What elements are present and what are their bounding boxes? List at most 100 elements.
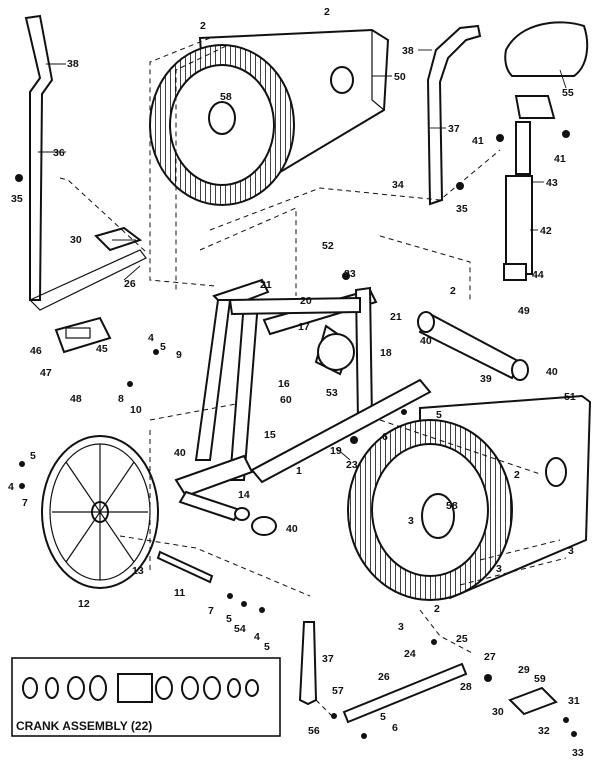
label: 2 bbox=[514, 469, 520, 481]
label: 41 bbox=[554, 153, 566, 165]
label: 24 bbox=[404, 648, 416, 660]
label: 3 bbox=[408, 515, 414, 527]
label: 36 bbox=[53, 147, 65, 159]
axle bbox=[156, 550, 214, 584]
label: 21 bbox=[390, 311, 402, 323]
label: 42 bbox=[540, 225, 552, 237]
label: 41 bbox=[472, 135, 484, 147]
part-labels: 2 2 38 58 50 38 55 36 37 41 41 35 34 35 … bbox=[8, 6, 584, 759]
label: 2 bbox=[324, 6, 330, 18]
label: 52 bbox=[322, 240, 334, 252]
leader-lines bbox=[38, 49, 567, 461]
label: 20 bbox=[300, 295, 312, 307]
label: 44 bbox=[532, 269, 544, 281]
label: 43 bbox=[546, 177, 558, 189]
label: 33 bbox=[572, 747, 584, 759]
label: 60 bbox=[280, 394, 292, 406]
label: 6 bbox=[392, 722, 398, 734]
label: 3 bbox=[568, 545, 574, 557]
right-flywheel-guard bbox=[347, 394, 592, 601]
label: 23 bbox=[346, 459, 358, 471]
hardware bbox=[15, 130, 577, 739]
monitor bbox=[54, 316, 112, 354]
label: 5 bbox=[264, 641, 270, 653]
label: 40 bbox=[174, 447, 186, 459]
label: 15 bbox=[264, 429, 276, 441]
seat-assembly bbox=[503, 21, 589, 281]
rear-stabilizer bbox=[417, 311, 529, 381]
label: 21 bbox=[260, 279, 272, 291]
label: 57 bbox=[332, 685, 344, 697]
main-frame bbox=[174, 278, 432, 522]
label: 45 bbox=[96, 343, 108, 355]
label: 54 bbox=[234, 623, 246, 635]
label: 29 bbox=[518, 664, 530, 676]
label: 30 bbox=[492, 706, 504, 718]
label: 17 bbox=[298, 321, 310, 333]
label: 53 bbox=[326, 387, 338, 399]
label: 40 bbox=[286, 523, 298, 535]
label: 26 bbox=[378, 671, 390, 683]
label: 32 bbox=[538, 725, 550, 737]
label: 5 bbox=[160, 341, 166, 353]
left-handlebar bbox=[24, 14, 147, 311]
label: 18 bbox=[380, 347, 392, 359]
label: 4 bbox=[8, 481, 14, 493]
label: 13 bbox=[132, 565, 144, 577]
label: 23 bbox=[344, 268, 356, 280]
label: 28 bbox=[460, 681, 472, 693]
label: 11 bbox=[174, 587, 185, 599]
label: 12 bbox=[78, 598, 90, 610]
label: 39 bbox=[480, 373, 492, 385]
label: 6 bbox=[382, 431, 388, 443]
right-handlebar bbox=[426, 24, 482, 206]
label: 5 bbox=[436, 409, 442, 421]
label: 1 bbox=[296, 465, 302, 477]
label: 5 bbox=[380, 711, 386, 723]
crank-assembly-inset bbox=[11, 657, 281, 737]
label: 9 bbox=[176, 349, 182, 361]
label: 58 bbox=[220, 91, 232, 103]
label: 25 bbox=[456, 633, 468, 645]
label: 40 bbox=[546, 366, 558, 378]
label: 14 bbox=[238, 489, 250, 501]
label: 7 bbox=[22, 497, 28, 509]
label: 2 bbox=[434, 603, 440, 615]
label: 4 bbox=[254, 631, 260, 643]
label: 7 bbox=[208, 605, 214, 617]
label: 3 bbox=[496, 563, 502, 575]
label: 27 bbox=[484, 651, 496, 663]
label: 37 bbox=[322, 653, 334, 665]
label: 4 bbox=[148, 332, 154, 344]
label: 55 bbox=[562, 87, 574, 99]
label: 19 bbox=[330, 445, 342, 457]
label: 50 bbox=[394, 71, 406, 83]
label: 2 bbox=[200, 20, 206, 32]
label: 16 bbox=[278, 378, 290, 390]
left-flywheel-guard bbox=[149, 28, 390, 206]
left-pedal bbox=[94, 226, 143, 252]
label: 31 bbox=[568, 695, 580, 707]
label: 3 bbox=[398, 621, 404, 633]
label: 40 bbox=[420, 335, 432, 347]
label: 47 bbox=[40, 367, 52, 379]
label: 59 bbox=[534, 673, 546, 685]
label: 26 bbox=[124, 278, 136, 290]
crank-assembly-caption: CRANK ASSEMBLY (22) bbox=[16, 719, 152, 733]
label: 58 bbox=[446, 500, 458, 512]
label: 46 bbox=[30, 345, 42, 357]
label: 56 bbox=[308, 725, 320, 737]
pulley-wheel bbox=[41, 435, 159, 589]
label: 37 bbox=[448, 123, 460, 135]
label: 2 bbox=[450, 285, 456, 297]
label: 5 bbox=[30, 450, 36, 462]
label: 35 bbox=[11, 193, 23, 205]
label: 35 bbox=[456, 203, 468, 215]
label: 5 bbox=[226, 613, 232, 625]
front-end-cap bbox=[234, 507, 277, 536]
label: 38 bbox=[67, 58, 79, 70]
label: 51 bbox=[564, 391, 576, 403]
label: 38 bbox=[402, 45, 414, 57]
assembly-guide-lines bbox=[59, 37, 567, 719]
